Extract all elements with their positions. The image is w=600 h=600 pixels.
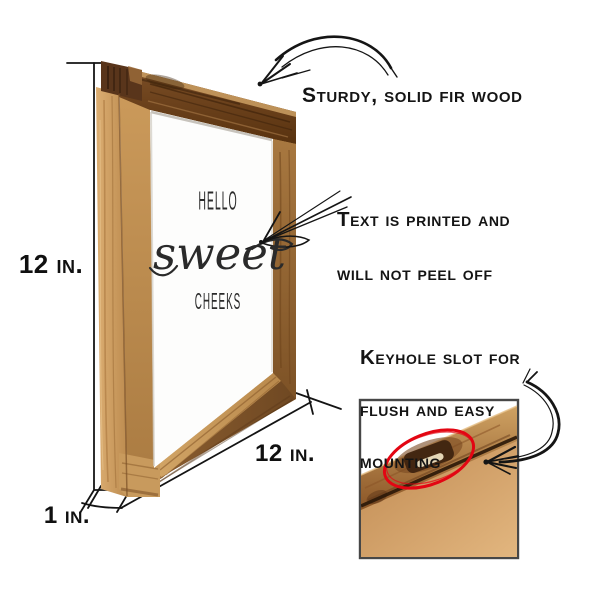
callout-keyhole-line2: flush and easy — [360, 398, 495, 421]
sign-text-sweet: sweet — [153, 227, 286, 280]
dimension-width-label: 12 in. — [254, 440, 316, 467]
callout-print-line1: Text is printed and — [337, 208, 511, 231]
callout-print-line2: will not peel off — [337, 262, 493, 285]
sign-panel — [150, 110, 273, 468]
callout-print-durability: Text is printed and will not peel off — [337, 179, 510, 314]
callout-material: Sturdy, solid fir wood — [302, 84, 523, 107]
sign-text-hello: HELLO — [198, 186, 238, 216]
wood-frame — [96, 61, 296, 497]
keyhole-slot — [394, 437, 463, 474]
dimension-depth-label: 1 in. — [43, 502, 91, 529]
arrow-to-sign-text — [245, 190, 352, 250]
keyhole-highlight-ellipse — [382, 428, 476, 490]
callout-keyhole-line3: mounting — [360, 450, 442, 473]
dimension-height-label: 12 in. — [18, 249, 84, 279]
arrow-to-frame-top — [257, 35, 398, 87]
inset-keyhole-photo — [358, 368, 561, 560]
callout-keyhole-mounting: Keyhole slot for flush and easy mounting — [360, 319, 520, 501]
sign-text-cheeks: CHEEKS — [194, 289, 242, 315]
callout-keyhole-line1: Keyhole slot for — [360, 346, 521, 369]
back-panel — [361, 439, 517, 557]
arrow-to-keyhole-slot — [483, 368, 561, 475]
